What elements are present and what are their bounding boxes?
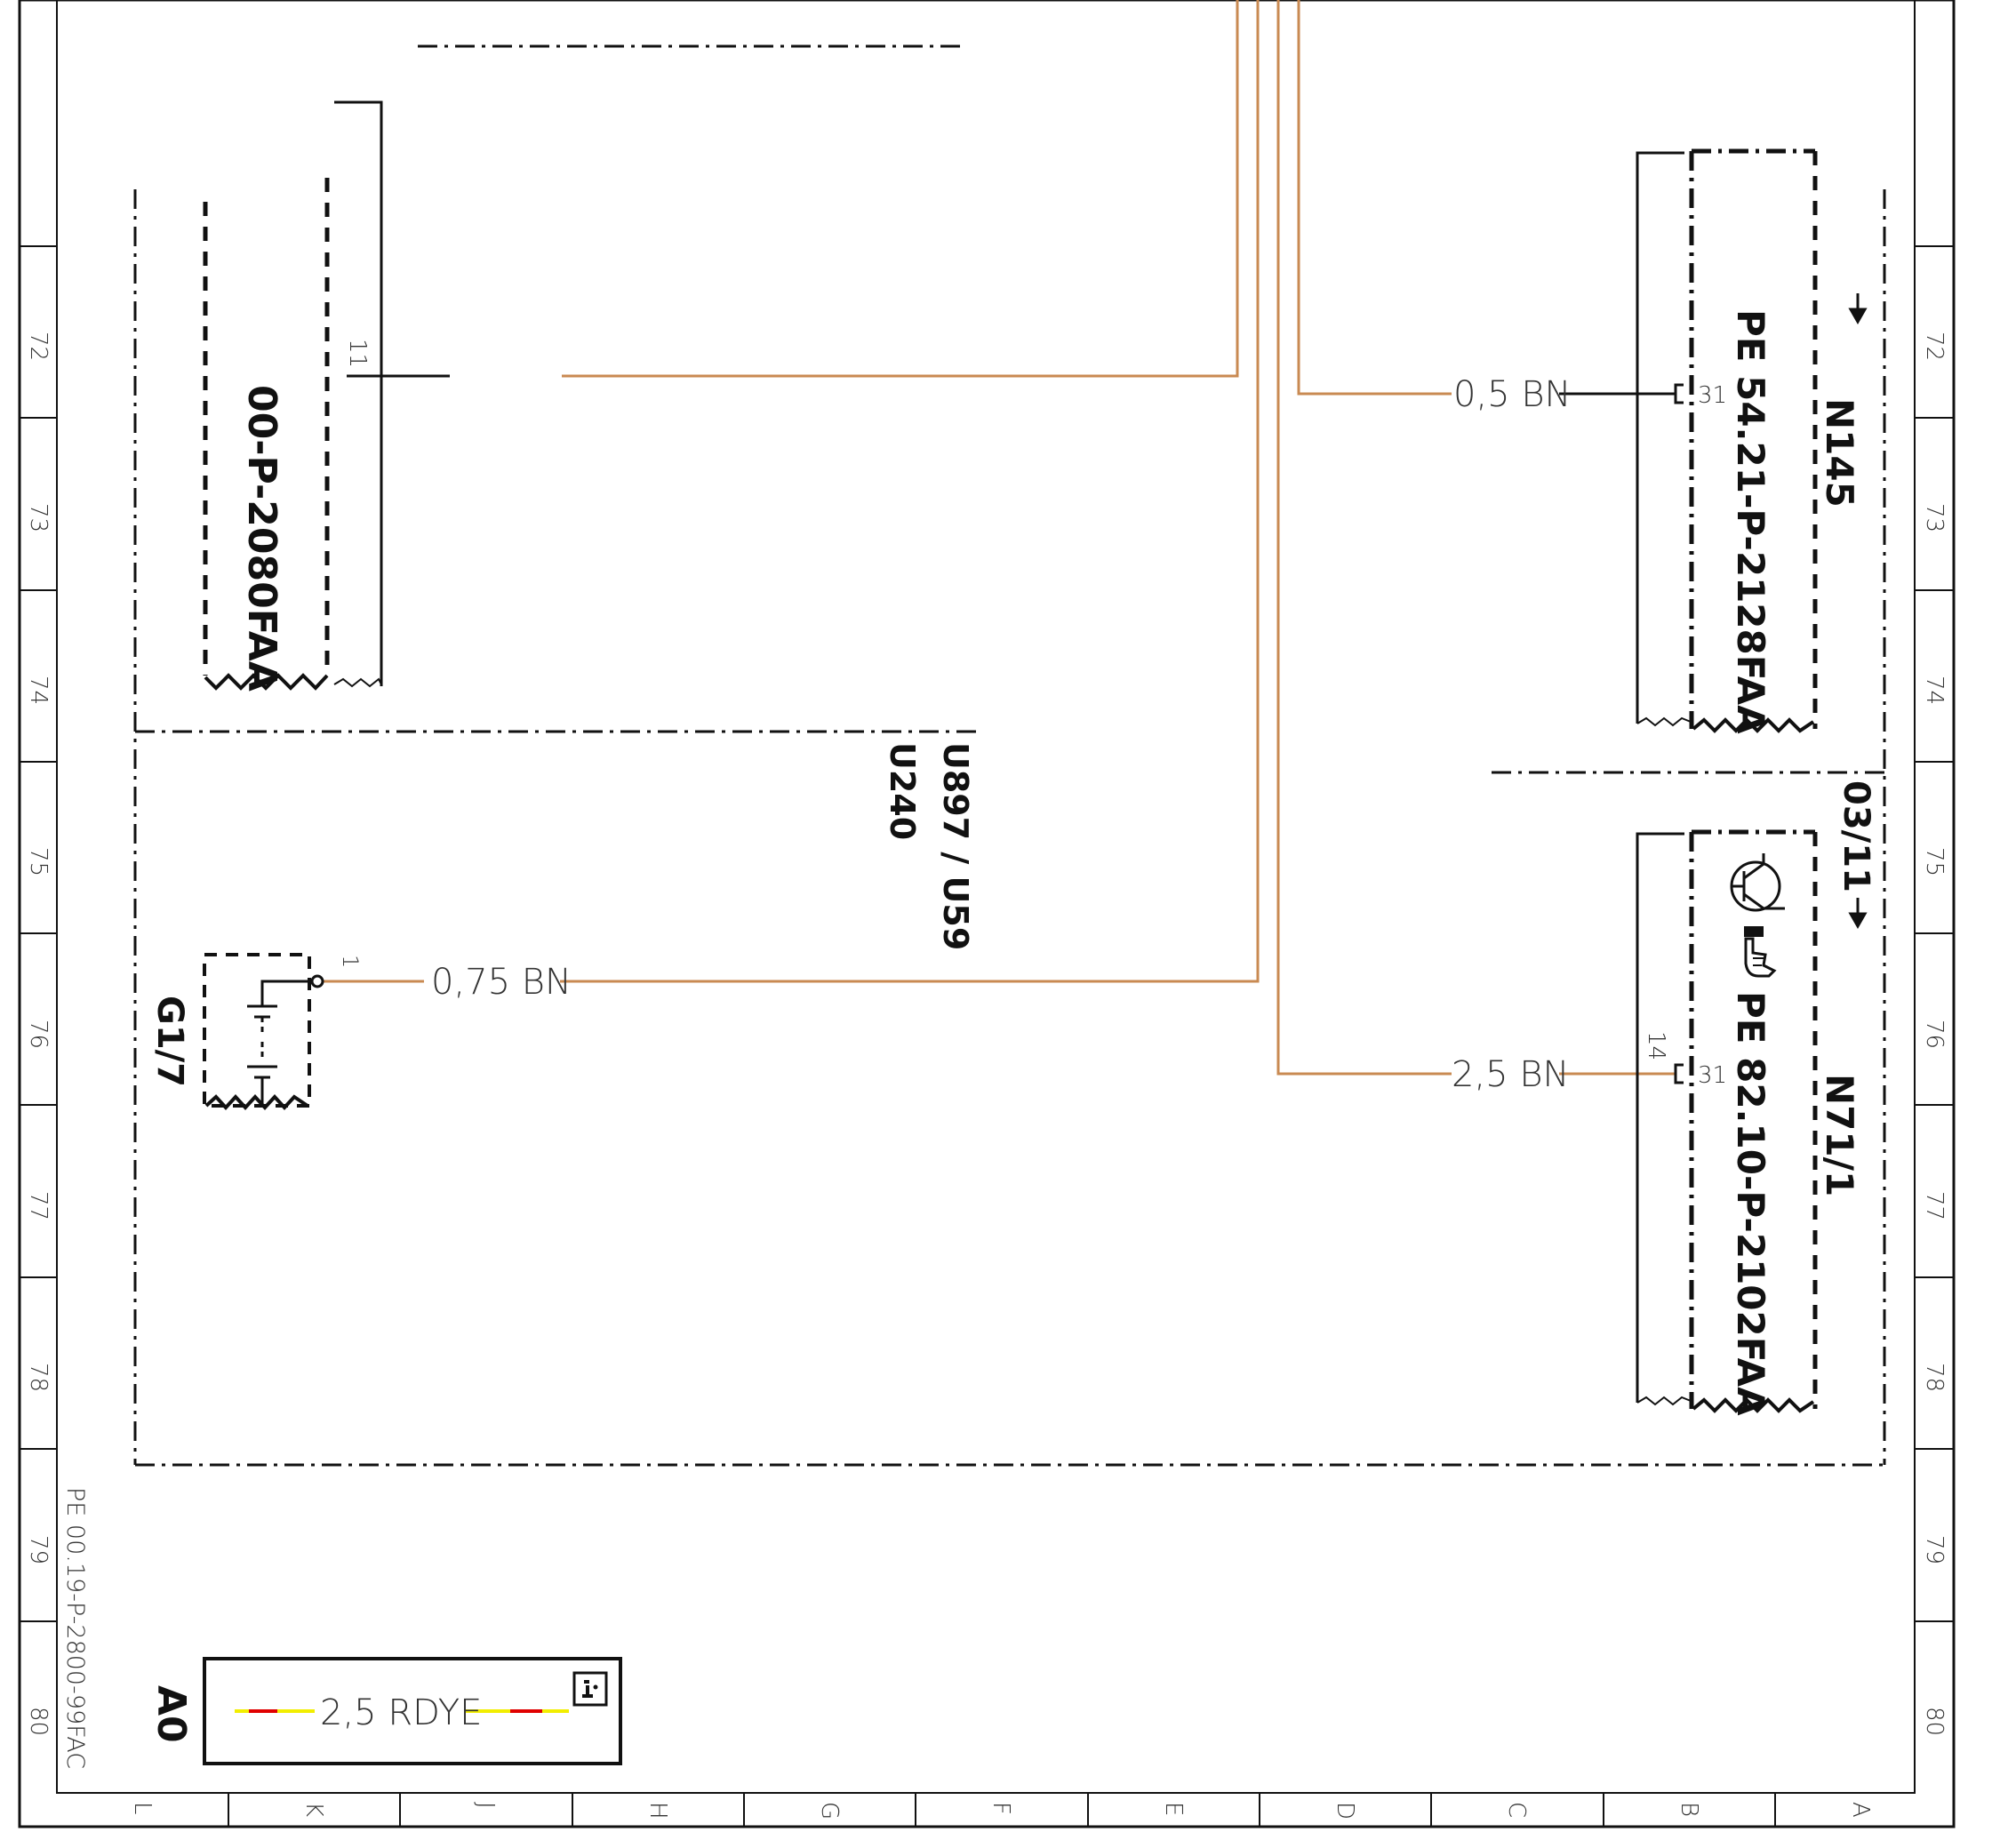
row-labels-left: 72 73 74 75 76 77 78 79 80	[25, 332, 52, 1736]
column-label: E	[1160, 1802, 1187, 1816]
row-label: 76	[1921, 1020, 1948, 1049]
column-label: G	[816, 1802, 843, 1820]
row-grid-ticks	[20, 245, 1954, 1622]
hand-pointer-icon	[1744, 926, 1777, 978]
n71-pin-bracket	[1674, 1063, 1684, 1084]
break-symbol-small	[333, 677, 382, 688]
a0-box	[203, 1657, 622, 1765]
column-label: F	[988, 1802, 1014, 1815]
column-labels: L K J H G F E D C B A	[129, 1802, 1874, 1820]
module-label-u240: U240	[883, 742, 922, 840]
battery-icon	[247, 980, 317, 1104]
ref-00-code: 00-P-2080FAA	[239, 385, 284, 692]
ref-00-bracket	[334, 100, 383, 686]
sheet-ref-label: 03/11	[1836, 780, 1876, 892]
info-icon	[572, 1671, 608, 1707]
n145-pin: 31	[1698, 382, 1727, 409]
pin-11-label: 11	[344, 339, 371, 368]
battery-pin: 1	[338, 955, 363, 968]
transistor-icon	[1730, 853, 1785, 912]
wire-label-05: 0,5 BN	[1453, 374, 1571, 415]
row-label: 79	[25, 1535, 52, 1564]
column-label: C	[1503, 1802, 1530, 1818]
row-label: 76	[25, 1020, 52, 1049]
row-label: 72	[25, 332, 52, 361]
column-label: J	[472, 1802, 499, 1809]
row-label: 73	[1921, 503, 1948, 532]
row-label: 75	[1921, 847, 1948, 876]
wire-label-075: 0,75 BN	[431, 962, 572, 1003]
n71-pin: 31	[1698, 1062, 1727, 1089]
column-label: D	[1332, 1802, 1358, 1820]
row-label: 75	[25, 847, 52, 876]
sheet-code: PE 00.19-P-2800-99FAC	[61, 1487, 89, 1769]
battery	[203, 953, 324, 1110]
drawing-frame	[18, 0, 1956, 1828]
row-label: 74	[25, 676, 52, 705]
arrow-down-icon	[1848, 293, 1868, 325]
arrow-down-icon	[1848, 898, 1868, 930]
ref-00-box	[203, 178, 330, 676]
column-grid-ticks	[228, 1793, 1776, 1827]
n71-box	[1636, 829, 1818, 1413]
column-label: H	[644, 1802, 671, 1820]
wire-label-rdye: 2,5 RDYE	[320, 1692, 482, 1733]
n145-ref: PE 54.21-P-2128FAA	[1729, 309, 1772, 734]
column-label: K	[300, 1802, 327, 1817]
a0-name: A0	[148, 1685, 194, 1743]
module-boundary	[133, 189, 1886, 1467]
row-label: 73	[25, 503, 52, 532]
row-label: 77	[1921, 1191, 1948, 1220]
column-label: B	[1676, 1802, 1702, 1817]
row-label: 79	[1921, 1535, 1948, 1564]
n145-pin-bracket	[1674, 383, 1684, 404]
bn-wires	[323, 0, 1676, 1076]
row-labels-right: 72 73 74 75 76 77 78 79 80	[1921, 332, 1948, 1736]
column-label: A	[1847, 1802, 1874, 1818]
module-label-u897: U897 / U59	[936, 742, 975, 950]
battery-name: G1/7	[149, 996, 190, 1087]
row-label: 80	[25, 1707, 52, 1736]
break-symbol	[204, 673, 329, 691]
row-label: 78	[1921, 1363, 1948, 1392]
wire-label-25: 2,5 BN	[1452, 1054, 1569, 1095]
n145-name: N145	[1818, 398, 1861, 508]
row-label: 72	[1921, 332, 1948, 361]
row-label: 74	[1921, 676, 1948, 705]
n71-name: N71/1	[1818, 1074, 1861, 1196]
n71-ref: PE 82.10-P-2102FAA	[1729, 991, 1772, 1416]
row-label: 80	[1921, 1707, 1948, 1736]
n145-box	[1636, 148, 1818, 733]
row-label: 77	[25, 1191, 52, 1220]
row-label: 78	[25, 1363, 52, 1392]
n71-pin-alt: 14	[1643, 1031, 1669, 1060]
column-label: L	[129, 1802, 156, 1815]
